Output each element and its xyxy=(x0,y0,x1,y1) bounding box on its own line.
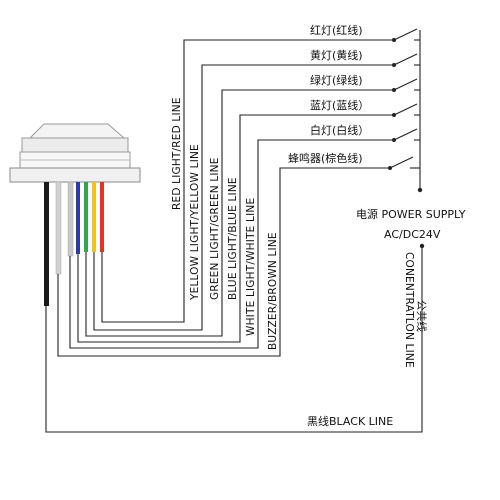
brown-wire xyxy=(57,167,388,357)
green-switch xyxy=(392,78,420,92)
green-wire-stub xyxy=(84,182,88,252)
wire-label-white: WHITE LIGHT/WHITE LINE xyxy=(245,198,257,336)
wire-label-red: RED LIGHT/RED LINE xyxy=(171,97,183,210)
common-line-cn: 公共线 xyxy=(415,300,428,332)
wire-label-green: GREEN LIGHT/GREEN LINE xyxy=(209,157,221,300)
yellow-wire-stub xyxy=(92,182,96,252)
blue-wire-stub xyxy=(76,182,80,254)
blue-wire xyxy=(77,114,392,343)
black-wire xyxy=(45,248,423,433)
white-switch xyxy=(392,128,420,142)
wire-label-yellow: YELLOW LIGHT/YELLOW LINE xyxy=(189,144,201,301)
power-terminal-top xyxy=(417,187,423,193)
red-switch xyxy=(392,28,420,42)
green-wire xyxy=(85,89,392,337)
wiring-lines xyxy=(45,30,423,433)
switch-label-blue: 蓝灯(蓝线） xyxy=(310,98,369,112)
yellow-wire xyxy=(93,64,392,331)
switch-label-white: 白灯(白线） xyxy=(310,123,369,137)
red-wire xyxy=(101,39,392,323)
switch-label-buzzer: 蜂鸣器(棕色线) xyxy=(288,151,363,165)
black-line-label: 黑线BLACK LINE xyxy=(307,414,393,428)
white-wire-stub xyxy=(67,181,74,257)
wire-label-brown: BUZZER/BROWN LINE xyxy=(267,232,279,350)
power-supply-label: 电源 POWER SUPPLY xyxy=(356,207,466,221)
switch-label-red: 红灯(红线) xyxy=(310,23,363,37)
wire-label-blue: BLUE LIGHT/BLUE LINE xyxy=(227,177,239,300)
tower-light-device xyxy=(9,123,141,306)
power-terminal-bottom xyxy=(419,243,425,249)
power-voltage-label: AC/DC24V xyxy=(384,228,441,241)
brown-wire-stub xyxy=(55,181,62,275)
red-wire-stub xyxy=(100,182,104,252)
blue-switch xyxy=(392,103,420,117)
buzzer-switch xyxy=(388,156,420,170)
switch-label-yellow: 黄灯(黄线) xyxy=(310,48,363,62)
switches xyxy=(388,28,425,249)
switch-label-green: 绿灯(绿线) xyxy=(310,73,363,87)
black-wire-stub xyxy=(44,182,49,306)
white-wire xyxy=(69,139,392,349)
common-line-en: CONENTRATLON LINE xyxy=(403,252,415,368)
yellow-switch xyxy=(392,53,420,67)
